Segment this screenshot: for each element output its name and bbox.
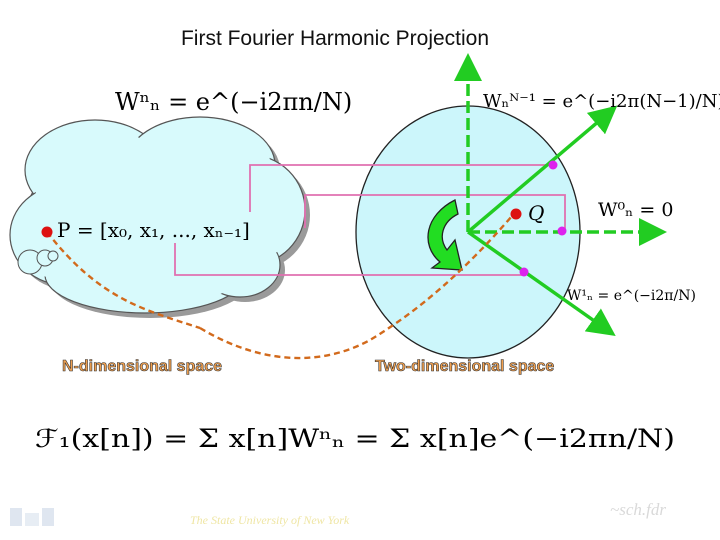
projection-dot-upper <box>548 160 558 170</box>
cloud-fill-cover <box>16 123 299 307</box>
equation-w-1: W¹ₙ = e^(−i2π/N) <box>567 288 696 304</box>
point-q-dot <box>510 208 522 220</box>
label-point-q: Q <box>528 201 544 225</box>
university-logo-icon <box>10 508 54 526</box>
axis-upper-diagonal <box>466 105 618 234</box>
projection-lines <box>174 164 566 276</box>
projection-line-middle <box>304 194 566 232</box>
cloud-tail-bubbles <box>17 249 59 275</box>
equation-w-0: W⁰ₙ = 0 <box>598 199 673 221</box>
equation-w-n: Wⁿₙ = e^(−i2πn/N) <box>115 88 352 116</box>
equation-w-n-minus-1: Wₙᴺ⁻¹ = e^(−i2π(N−1)/N) <box>483 91 720 112</box>
label-two-dimensional-space: Two-dimensional space <box>375 358 554 375</box>
dashed-curve-upper <box>46 231 201 330</box>
projection-line-lower <box>174 243 524 276</box>
equation-fourier: ℱ₁(x[n]) = Σ x[n]Wⁿₙ = Σ x[n]e^(−i2πn/N) <box>35 424 675 453</box>
dashed-curve-lower <box>199 215 513 360</box>
orange-dashed-curves <box>46 215 513 360</box>
projection-dot-lower <box>519 267 529 277</box>
point-p-dot <box>41 226 53 238</box>
equation-point-p: P = [x₀, x₁, ..., xₙ₋₁] <box>57 218 250 242</box>
label-n-dimensional-space: N-dimensional space <box>62 358 222 375</box>
page-title: First Fourier Harmonic Projection <box>180 27 490 50</box>
rotation-arrow-icon <box>427 199 463 271</box>
projection-line-upper <box>249 164 553 212</box>
footer-university: The State University of New York <box>190 513 350 527</box>
signature-logo: ~sch.fdr <box>610 500 666 519</box>
axis-lower-diagonal <box>466 230 616 337</box>
projection-dot-middle <box>557 226 567 236</box>
